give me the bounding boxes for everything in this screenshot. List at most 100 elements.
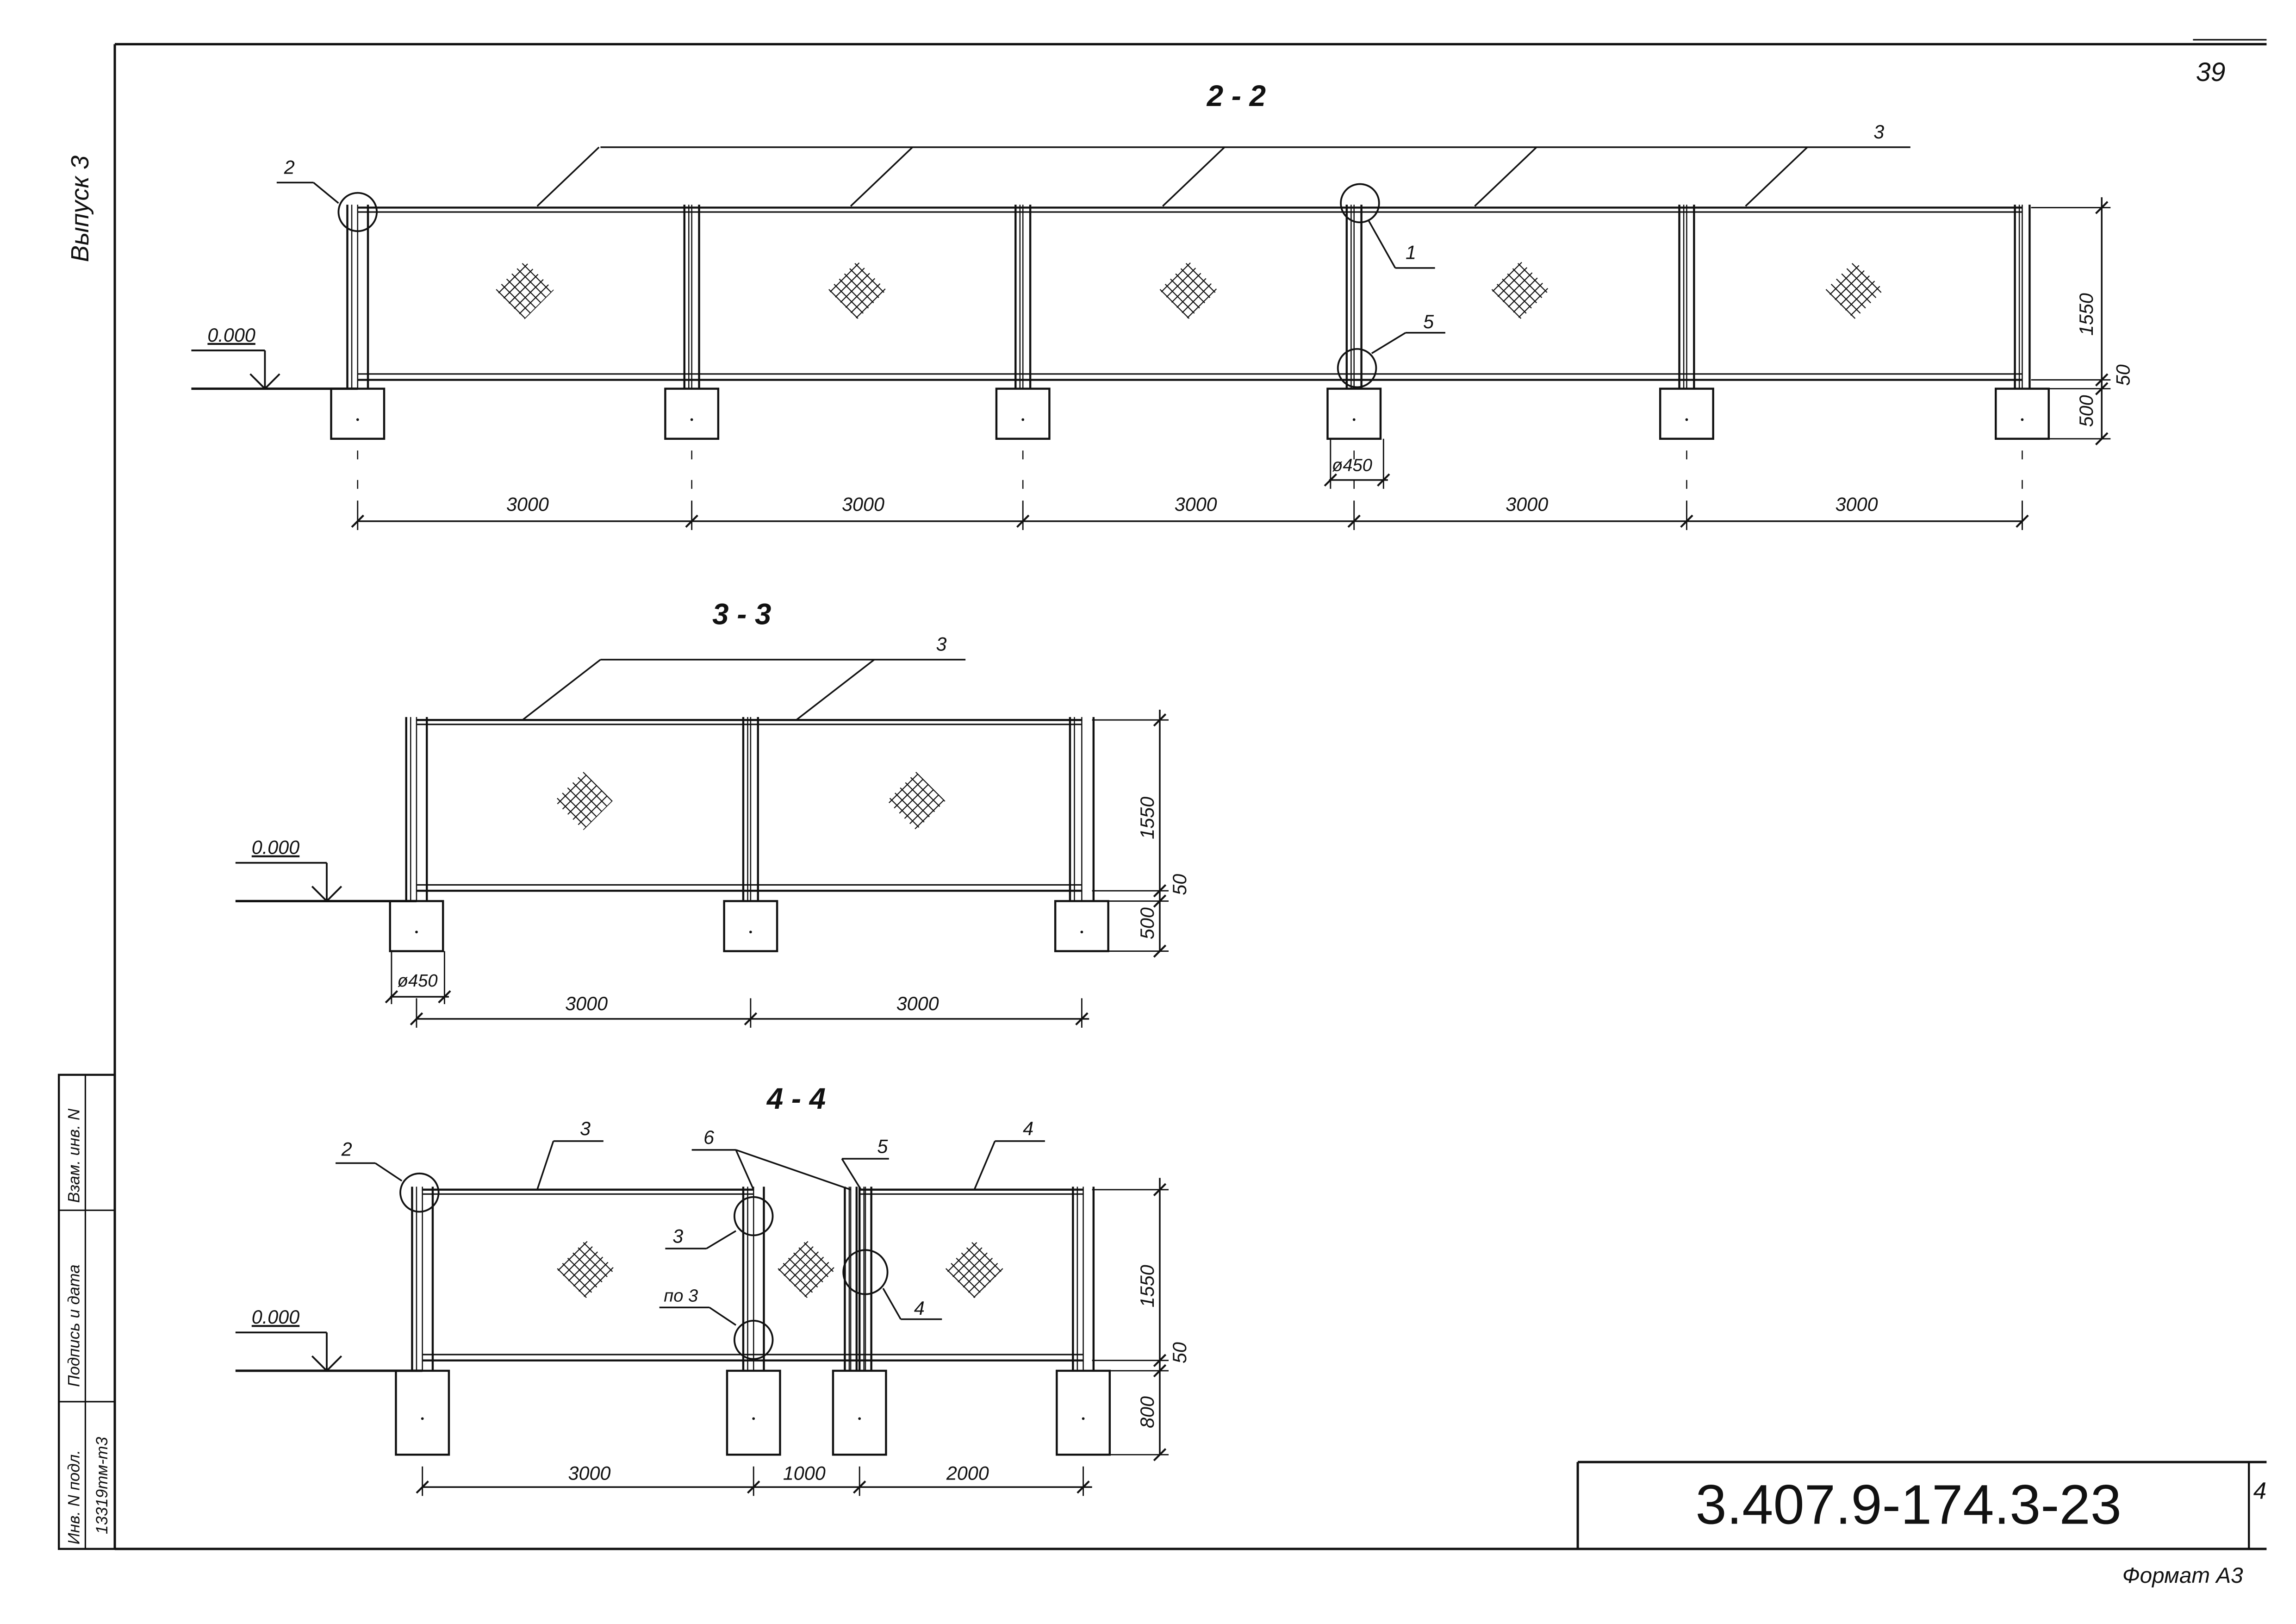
section-4-4-callout-3b: 3 <box>672 1225 683 1247</box>
dim-tick <box>1680 514 1693 528</box>
section-4-4-callout-2: 2 <box>341 1139 352 1160</box>
section-4-4-callout-6: 6 <box>703 1127 714 1148</box>
footing <box>995 387 1051 440</box>
fence-post <box>346 205 369 389</box>
footing-axis-dot <box>1021 418 1025 421</box>
fence-post <box>1072 1187 1095 1371</box>
dim-tick <box>1075 1012 1089 1026</box>
footing-axis-dot <box>1080 931 1083 934</box>
stamp-inv-podl-value: 13319тм-т3 <box>93 1437 111 1534</box>
detail-po3-circle <box>733 1319 774 1360</box>
detail-4-circle <box>842 1249 889 1295</box>
footing <box>832 1369 887 1456</box>
dim-tick <box>1153 1364 1167 1378</box>
fence-post <box>1069 717 1095 901</box>
section-2-2-dim-2: 3000 <box>842 494 884 515</box>
leader-line <box>374 1162 403 1182</box>
footing <box>395 1369 450 1456</box>
sheet-corner-mark: 4 <box>2253 1478 2266 1504</box>
section-4-4-dim-3: 2000 <box>946 1462 989 1484</box>
format-label: Формат А3 <box>2122 1563 2243 1588</box>
dim-tick <box>2095 373 2109 387</box>
section-4-4-callout-5: 5 <box>877 1136 888 1157</box>
stamp-sign-date-label: Подпись и дата <box>65 1264 83 1387</box>
section-4-4-dim-2: 1000 <box>783 1462 826 1484</box>
leader-line <box>706 1230 736 1249</box>
fence-post <box>844 1187 858 1371</box>
mesh-symbol <box>554 772 613 831</box>
section-2-2-callout-5: 5 <box>1423 311 1434 332</box>
section-2-2-callout-2: 2 <box>284 156 295 178</box>
leader-line <box>536 146 600 207</box>
footing <box>1054 900 1109 952</box>
section-4-4-level: 0.000 <box>252 1306 299 1328</box>
footing-axis-dot <box>752 1417 755 1420</box>
dim-tick <box>1153 1354 1167 1367</box>
footing-axis-dot <box>690 418 693 421</box>
dim-tick <box>1153 894 1167 908</box>
dim-tick <box>1153 1183 1167 1196</box>
section-3-3-callout-3: 3 <box>936 634 947 655</box>
level-arrow <box>264 373 280 389</box>
leader-line <box>973 1141 996 1190</box>
section-4-4 <box>235 1140 1169 1496</box>
approval-stamp <box>57 1074 116 1550</box>
section-3-3-dim-height: 1550 <box>1137 797 1158 839</box>
leader-line <box>841 1158 862 1190</box>
stamp-inv-podl-label: Инв. N подл. <box>65 1450 83 1544</box>
leader-line <box>536 1141 554 1190</box>
leader-line <box>735 1149 754 1190</box>
mesh-symbol <box>945 1240 1004 1299</box>
mesh-symbol <box>1159 261 1218 319</box>
footing <box>723 900 778 952</box>
mesh-symbol <box>777 1240 836 1299</box>
leader-line <box>1474 146 1537 207</box>
footing-axis-dot <box>1352 418 1356 421</box>
section-3-3-dim-found: 500 <box>1137 907 1158 939</box>
section-4-4-dim-1: 3000 <box>568 1462 611 1484</box>
dim-tick <box>1016 514 1030 528</box>
section-2-2 <box>191 146 2111 530</box>
dim-tick <box>1324 473 1338 487</box>
detail-2-circle <box>337 192 378 232</box>
leader-line <box>882 1287 902 1320</box>
footing-axis-dot <box>1082 1417 1085 1420</box>
footing <box>1995 387 2050 440</box>
section-3-3 <box>235 659 1169 1028</box>
leader-line <box>1745 146 1808 207</box>
section-2-2-dim-1: 3000 <box>506 494 549 515</box>
section-4-4-callout-po3: по 3 <box>664 1286 698 1305</box>
fence-post <box>683 205 700 389</box>
dim-tick <box>1377 473 1390 487</box>
fence-post <box>1678 205 1695 389</box>
leader-line <box>709 1306 737 1326</box>
section-2-2-title: 2 - 2 <box>1207 80 1266 112</box>
section-2-2-dim-3: 3000 <box>1175 494 1217 515</box>
section-3-3-diam: ø450 <box>398 971 438 991</box>
level-arrow <box>311 886 328 902</box>
fence-post <box>742 717 759 901</box>
dim-tick <box>1076 1480 1090 1494</box>
section-2-2-dim-4: 3000 <box>1506 494 1548 515</box>
fence-post <box>742 1187 765 1371</box>
footing <box>1056 1369 1111 1456</box>
stamp-vzam-label: Взам. инв. N <box>65 1108 83 1203</box>
mesh-symbol <box>1825 261 1884 319</box>
section-4-4-callout-4: 4 <box>1023 1118 1033 1139</box>
section-4-4-title: 4 - 4 <box>766 1082 826 1115</box>
footing-axis-dot <box>415 931 418 934</box>
fence-post <box>858 1187 872 1371</box>
section-4-4-dim-height: 1550 <box>1137 1265 1158 1307</box>
section-3-3-level: 0.000 <box>252 837 299 858</box>
detail-2-circle <box>399 1172 440 1213</box>
dim-tick <box>2095 382 2109 395</box>
section-2-2-callout-1: 1 <box>1406 242 1416 263</box>
dim-tick <box>351 514 364 528</box>
section-3-3-dim-2: 3000 <box>896 993 939 1014</box>
title-block <box>1576 1461 2267 1549</box>
dim-tick <box>685 514 698 528</box>
footing <box>389 900 444 952</box>
section-4-4-callout-4b: 4 <box>914 1298 925 1319</box>
footing-axis-dot <box>858 1417 861 1420</box>
